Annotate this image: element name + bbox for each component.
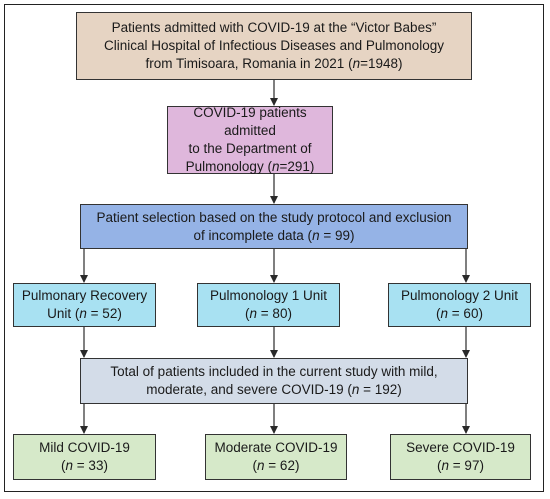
department-n-label: n [271, 158, 280, 174]
admitted-line-3: from Timisoara, Romania in 2021 (n=1948) [104, 55, 444, 73]
admitted-n-value: =1948) [360, 55, 403, 71]
department-line-2: to the Department of [188, 141, 312, 156]
box-total-patients: Total of patients included in the curren… [80, 358, 468, 404]
unit2-n-value: = 60) [448, 306, 483, 321]
box-patient-selection: Patient selection based on the study pro… [80, 204, 468, 249]
department-n-value: =291) [279, 158, 315, 174]
moderate-line-1: Moderate COVID-19 [214, 440, 338, 456]
mild-n-value: = 33) [73, 458, 108, 473]
recovery-line-1: Pulmonary Recovery [21, 288, 148, 304]
unit2-line-2-prefix: ( [436, 306, 441, 321]
unit1-line-2-prefix: ( [245, 306, 250, 321]
box-mild-covid: Mild COVID-19 (n = 33) [13, 434, 156, 480]
mild-line-1: Mild COVID-19 [39, 440, 130, 456]
mild-line-2: (n = 33) [39, 457, 130, 475]
selection-line-1: Patient selection based on the study pro… [96, 209, 452, 225]
admitted-n-label: n [352, 55, 361, 71]
selection-n-label: n [312, 227, 320, 243]
severe-line-2-prefix: ( [437, 458, 442, 473]
unit1-line-2: (n = 80) [210, 305, 327, 323]
diagram-frame [4, 4, 544, 492]
unit2-line-2: (n = 60) [401, 305, 518, 323]
admitted-line-1: Patients admitted with COVID-19 at the “… [111, 20, 437, 36]
admitted-line-2: Clinical Hospital of Infectious Diseases… [104, 38, 444, 54]
box-admitted-patients: Patients admitted with COVID-19 at the “… [76, 12, 472, 80]
unit2-n-label: n [440, 306, 449, 321]
moderate-line-2: (n = 62) [214, 457, 337, 475]
box-pulmonary-recovery-unit: Pulmonary Recovery Unit (n = 52) [13, 283, 156, 327]
box-pulmonology-1-unit: Pulmonology 1 Unit (n = 80) [197, 283, 340, 327]
total-line-1: Total of patients included in the curren… [110, 364, 438, 380]
department-line-3: Pulmonology (n=291) [174, 158, 326, 176]
unit1-line-1: Pulmonology 1 Unit [209, 288, 328, 304]
total-line-2-prefix: moderate, and severe COVID-19 ( [146, 382, 352, 397]
total-line-2: moderate, and severe COVID-19 (n = 192) [110, 381, 437, 399]
total-n-value: = 192) [359, 382, 402, 397]
unit1-n-value: = 80) [257, 306, 292, 321]
unit2-line-1: Pulmonology 2 Unit [400, 288, 519, 304]
department-line-3-prefix: Pulmonology ( [185, 158, 272, 174]
selection-line-2-prefix: of incomplete data ( [193, 227, 313, 243]
mild-n-label: n [65, 458, 74, 473]
recovery-line-2-prefix: Unit ( [47, 306, 80, 321]
department-line-1: COVID-19 patients admitted [193, 105, 307, 139]
moderate-n-value: = 62) [264, 458, 300, 473]
moderate-n-label: n [257, 458, 265, 473]
moderate-line-2-prefix: ( [252, 458, 258, 473]
recovery-n-label: n [79, 306, 87, 321]
unit1-n-label: n [249, 306, 258, 321]
severe-n-value: = 97) [449, 458, 484, 473]
box-pulmonology-department: COVID-19 patients admitted to the Depart… [167, 105, 333, 176]
box-severe-covid: Severe COVID-19 (n = 97) [390, 434, 531, 480]
recovery-n-value: = 52) [86, 306, 122, 321]
recovery-line-2: Unit (n = 52) [22, 305, 147, 323]
admitted-line-3-prefix: from Timisoara, Romania in 2021 ( [145, 55, 353, 71]
mild-line-2-prefix: ( [61, 458, 66, 473]
severe-line-2: (n = 97) [406, 457, 515, 475]
box-moderate-covid: Moderate COVID-19 (n = 62) [205, 434, 347, 480]
severe-n-label: n [441, 458, 450, 473]
selection-n-value: = 99) [319, 227, 355, 243]
severe-line-1: Severe COVID-19 [406, 440, 515, 456]
total-n-label: n [351, 382, 360, 397]
box-pulmonology-2-unit: Pulmonology 2 Unit (n = 60) [388, 283, 531, 327]
selection-line-2: of incomplete data (n = 99) [97, 227, 452, 245]
